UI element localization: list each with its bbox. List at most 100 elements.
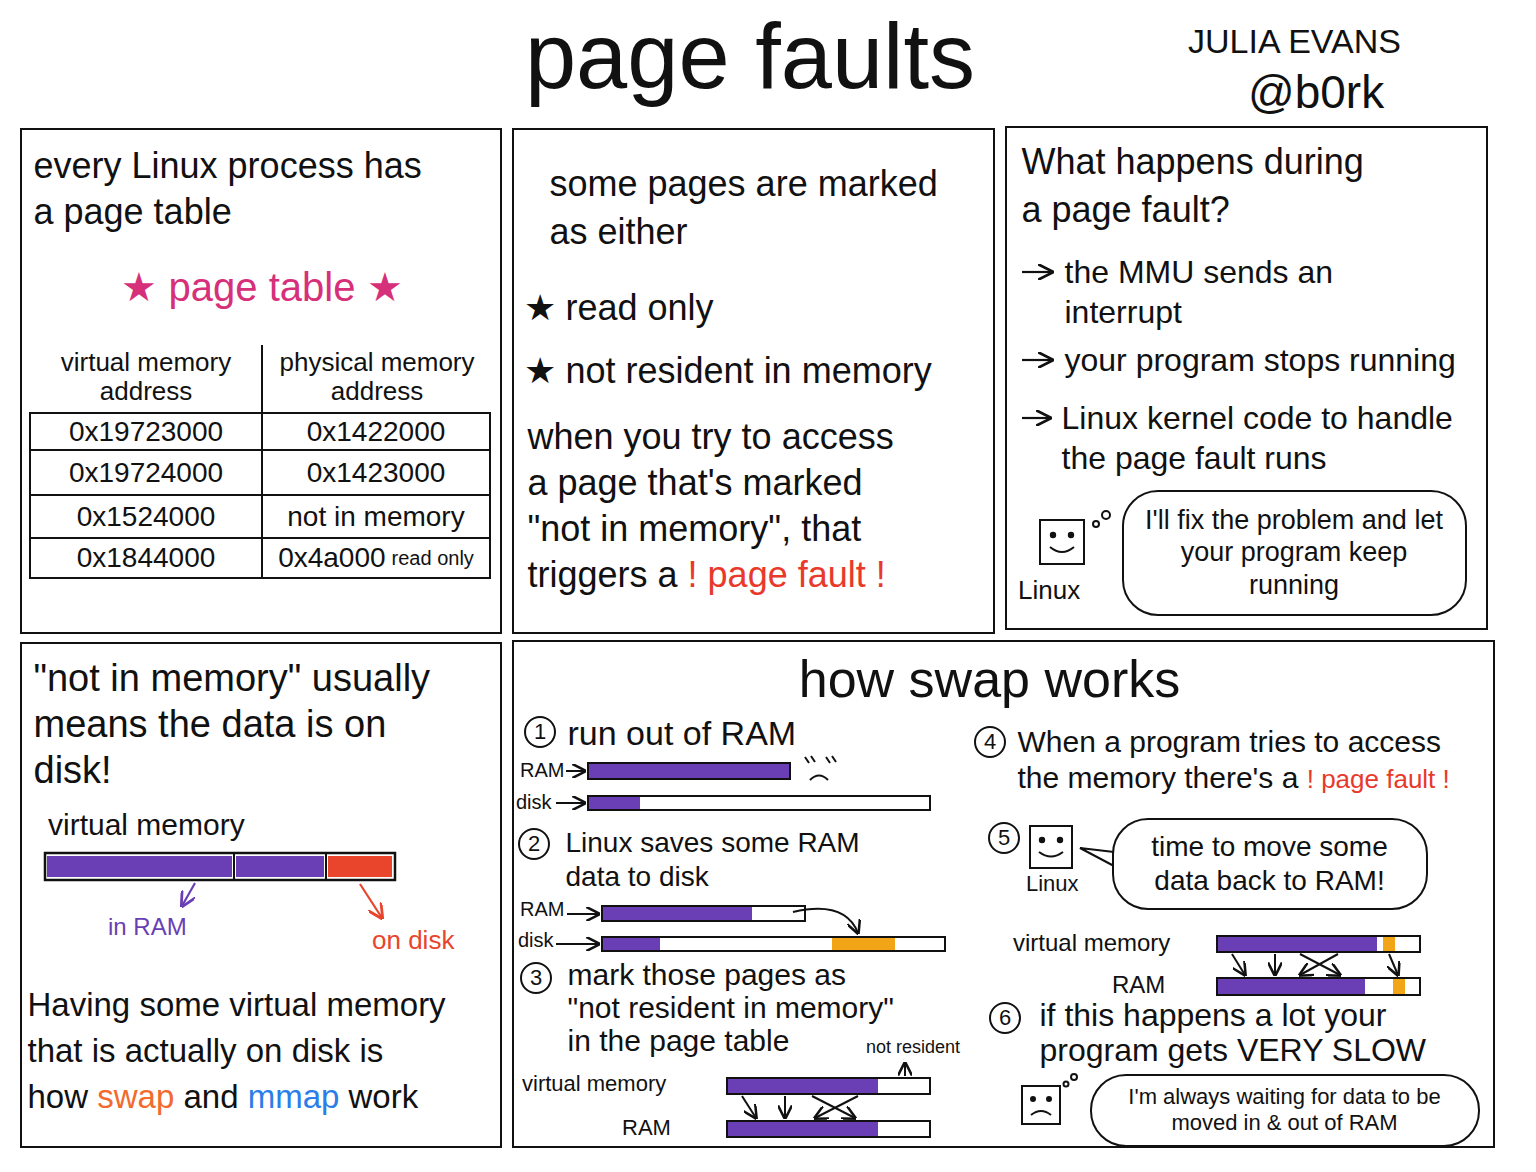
disk-bar: [588, 796, 930, 810]
text-block: not in memory: [262, 495, 490, 538]
text-block: ★ not resident in memory: [524, 348, 989, 393]
pointer-arrow: [566, 770, 585, 772]
text-block: virtual memory: [48, 806, 245, 844]
text-block: 0x1524000: [30, 495, 262, 538]
table-title: ★ page table ★: [121, 265, 402, 309]
text-block: how swap works: [760, 648, 1220, 710]
table-line: [30, 449, 490, 451]
swap-step-3: [727, 1063, 930, 1137]
pointer-arrow: [567, 913, 599, 915]
text-block: RAM: [622, 1114, 671, 1142]
text-block: disk: [518, 928, 554, 953]
text-block: run out of RAM: [568, 712, 888, 755]
face-outline: [1030, 826, 1072, 868]
text-block: mark those pages as "not resident in mem…: [568, 958, 900, 1057]
bullet-arrow: [1022, 417, 1050, 419]
callout-number: 2: [528, 833, 540, 855]
text-block: 0x19724000: [30, 450, 262, 495]
thought-dot: [1102, 511, 1110, 519]
mapping-arrow: [1274, 954, 1276, 975]
bullet-arrow: [1022, 359, 1052, 361]
body-text: I'll fix the problem and let your progra…: [1145, 505, 1443, 600]
page-table-grid: [30, 345, 490, 578]
body-text: I'm always waiting for data to be moved …: [1128, 1084, 1440, 1135]
ram-bar: [1217, 978, 1420, 995]
swapped-segment: [1393, 978, 1405, 995]
author-handle: @b0rk: [1248, 66, 1384, 118]
thought-dot: [1064, 1082, 1069, 1087]
text-block: on disk: [372, 924, 454, 957]
move-arrow: [793, 909, 858, 933]
face-outline: [1040, 520, 1084, 564]
text-block: RAM: [520, 897, 564, 922]
text-block: Linux: [1018, 574, 1080, 607]
swap-step-5: [1030, 826, 1420, 995]
worried-face: [805, 756, 836, 780]
highlight-text: ! page fault !: [688, 554, 886, 595]
face-outline: [1022, 1086, 1060, 1124]
bar-divider: [325, 853, 327, 880]
text-block: when you try to access a page that's mar…: [528, 414, 920, 598]
pointer-arrow: [556, 943, 599, 945]
text-block: I'm always waiting for data to be moved …: [1106, 1084, 1464, 1137]
table-cell: not in memory: [287, 503, 464, 531]
mapping-arrow: [1300, 954, 1338, 975]
callout-circle: 6: [989, 1002, 1021, 1034]
highlight-text: swap: [97, 1078, 174, 1115]
panel-heading: every Linux process has a page table: [34, 145, 422, 232]
text-block: virtual memory: [1013, 928, 1170, 958]
thought-bubble: I'll fix the problem and let your progra…: [1122, 490, 1467, 616]
text-block: ★ page table ★: [30, 262, 495, 312]
text-block: in RAM: [108, 912, 187, 942]
text-block: Having some virtual memory that is actua…: [28, 982, 450, 1120]
callout-circle: 4: [974, 726, 1006, 758]
face-mouth: [1050, 547, 1074, 552]
bullet-arrow: [1022, 271, 1052, 273]
face-eye: [1031, 1097, 1035, 1101]
text-block: your program stops running: [1065, 340, 1480, 380]
text-block: 0x1423000: [262, 450, 490, 495]
text-block: virtual memory: [522, 1070, 666, 1098]
callout-number: 3: [530, 967, 542, 989]
text-block: time to move some data back to RAM!: [1128, 830, 1412, 897]
mapping-arrow: [815, 1096, 858, 1118]
ram-bar: [727, 1121, 930, 1137]
used-segment: [727, 1078, 878, 1094]
speech-bubble: time to move some data back to RAM!: [1112, 818, 1428, 910]
body-text: and: [183, 1078, 238, 1115]
arrow-label: not resident: [866, 1037, 960, 1057]
panel-heading: "not in memory" usually means the data i…: [34, 657, 431, 791]
table-cell: 0x1423000: [307, 459, 446, 487]
step-text: mark those pages as "not resident in mem…: [568, 958, 894, 1057]
leader-arrow: [360, 884, 382, 918]
ram-bar: [602, 906, 805, 921]
leader-arrow: [904, 1063, 906, 1076]
title: page faults: [525, 5, 975, 107]
text-block: I'll fix the problem and let your progra…: [1140, 504, 1449, 601]
bar-label: RAM: [622, 1115, 671, 1140]
panel-heading: What happens during a page fault?: [1022, 141, 1364, 230]
table-cell-note: read only: [392, 548, 474, 568]
table-cell: 0x1844000: [77, 544, 216, 572]
text-block: Linux saves some RAM data to disk: [566, 826, 886, 894]
used-segment: [588, 796, 640, 810]
bar-label: disk: [518, 929, 554, 951]
text-block: JULIA EVANS: [1188, 20, 1401, 63]
bar-divider: [233, 853, 235, 880]
bar-outline: [45, 853, 395, 880]
callout-circle: 5: [988, 822, 1020, 854]
face-label: Linux: [1018, 575, 1080, 605]
comic-panel: some pages are marked as either★ read on…: [512, 128, 995, 634]
text-block: 0x19723000: [30, 413, 262, 450]
comic-panel: "not in memory" usually means the data i…: [20, 642, 502, 1148]
step-text: if this happens a lot your program gets …: [1040, 997, 1427, 1068]
ram-bar: [588, 763, 790, 779]
thought-dot: [1071, 1074, 1077, 1080]
face-label: Linux: [1026, 871, 1079, 896]
text-block: ★ read only: [524, 285, 964, 330]
table-header: physical memory address: [279, 347, 474, 406]
callout-number: 6: [999, 1007, 1011, 1029]
table-cell: 0x19723000: [69, 418, 223, 446]
list-item: Linux kernel code to handle the page fau…: [1062, 400, 1453, 476]
bar-label: disk: [516, 791, 552, 813]
